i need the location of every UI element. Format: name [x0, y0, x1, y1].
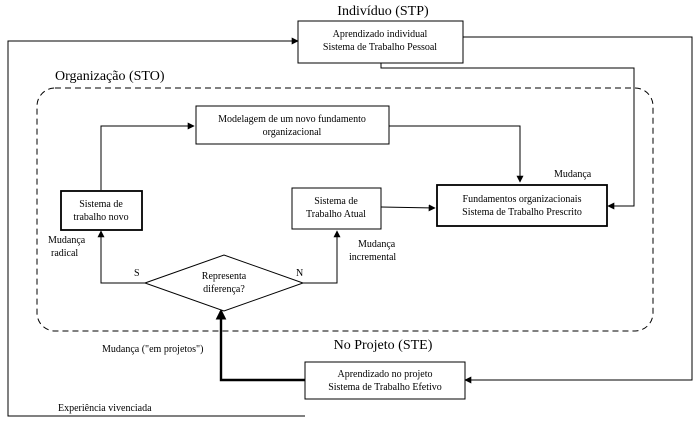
- box-individual-line1: Aprendizado individual: [333, 29, 428, 40]
- box-projeto-line1: Aprendizado no projeto: [338, 369, 433, 380]
- box-sistema-atual-line1: Sistema de: [314, 196, 358, 207]
- box-sistema-atual-line2: Trabalho Atual: [306, 209, 366, 220]
- box-fundamentos-line2: Sistema de Trabalho Prescrito: [462, 207, 582, 218]
- decision-line1: Representa: [202, 271, 247, 282]
- box-projeto: [304, 361, 466, 400]
- label-experiencia: Experiência vivenciada: [58, 403, 152, 414]
- label-mudanca-projetos: Mudança ("em projetos"): [102, 344, 203, 355]
- decision-diamond: [143, 254, 305, 312]
- label-mudanca-incremental-1: Mudança: [358, 239, 396, 250]
- arrow-decisao-s: [97, 230, 145, 284]
- box-sistema-novo: [60, 190, 143, 231]
- box-sistema-atual: [291, 187, 382, 230]
- arrow-decisao-n: [303, 230, 341, 284]
- box-individual: [297, 20, 464, 64]
- box-sistema-novo-line2: trabalho novo: [73, 212, 128, 223]
- title-projeto: No Projeto (STE): [334, 338, 433, 353]
- arrow-individual-to-fundamentos: [380, 63, 635, 210]
- arrow-atual-to-fundamentos: [380, 204, 436, 212]
- box-sistema-novo-line1: Sistema de: [79, 199, 123, 210]
- label-mudanca-radical-2: radical: [51, 248, 78, 259]
- arrow-experiencia-loop: [7, 37, 305, 417]
- decision-line2: diferença?: [203, 284, 245, 295]
- arrow-individual-to-projeto: [463, 36, 693, 384]
- arrow-modelagem-to-fundamentos: [389, 125, 524, 183]
- arrow-projeto-to-decisao: [215, 308, 305, 382]
- label-mudanca: Mudança: [554, 169, 592, 180]
- box-individual-line2: Sistema de Trabalho Pessoal: [323, 42, 437, 53]
- organization-region: [36, 87, 654, 332]
- box-fundamentos: [436, 184, 608, 227]
- box-projeto-line2: Sistema de Trabalho Efetivo: [328, 382, 442, 393]
- title-organizacao: Organização (STO): [55, 69, 165, 84]
- box-modelagem-line1: Modelagem de um novo fundamento: [218, 114, 366, 125]
- label-n: N: [296, 268, 303, 279]
- label-s: S: [134, 268, 140, 279]
- title-individuo: Indivíduo (STP): [337, 4, 429, 19]
- box-modelagem: [195, 105, 390, 145]
- label-mudanca-incremental-2: incremental: [349, 252, 396, 263]
- label-mudanca-radical-1: Mudança: [48, 235, 86, 246]
- box-modelagem-line2: organizacional: [263, 127, 322, 138]
- arrow-novo-to-modelagem: [100, 122, 195, 190]
- box-fundamentos-line1: Fundamentos organizacionais: [463, 194, 582, 205]
